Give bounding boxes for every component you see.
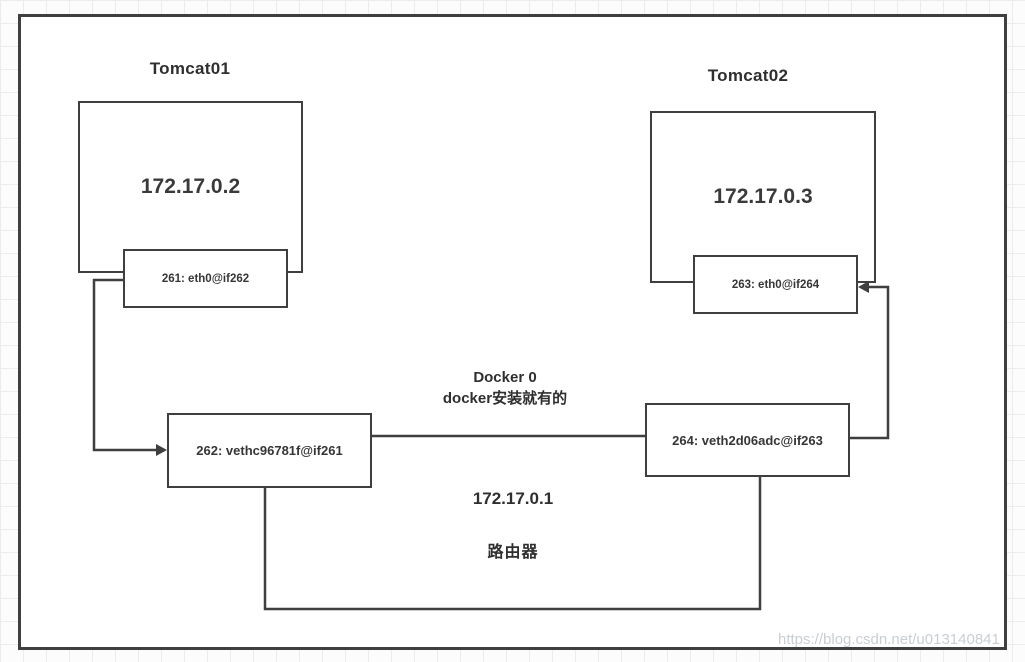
watermark-url: https://blog.csdn.net/u013140841 [778, 631, 1000, 648]
tomcat02-title: Tomcat02 [707, 66, 789, 85]
eth0-if262-label: 261: eth0@if262 [161, 272, 250, 285]
arrowhead-right-icon [156, 444, 167, 456]
docker0-role: 路由器 [487, 544, 539, 561]
arrow-veth264-to-eth263 [850, 281, 890, 440]
veth262-label: 262: vethc96781f@if261 [196, 443, 343, 458]
tomcat01-ip: 172.17.0.2 [140, 175, 241, 198]
veth264-label: 264: veth2d06adc@if263 [672, 432, 823, 448]
tomcat01-container-box: 172.17.0.2 [78, 101, 303, 273]
veth264-box: 264: veth2d06adc@if263 [645, 403, 850, 477]
veth262-box: 262: vethc96781f@if261 [167, 413, 372, 488]
docker0-annotation: Docker 0 docker安装就有的 [405, 367, 605, 409]
eth0-if262-box: 261: eth0@if262 [123, 249, 288, 308]
diagram-frame [18, 14, 1007, 650]
docker0-ip: 172.17.0.1 [472, 489, 554, 508]
eth0-if264-box: 263: eth0@if264 [693, 255, 858, 314]
arrowhead-left-icon [858, 281, 869, 293]
bottom-loop-line [263, 477, 762, 611]
eth0-if264-label: 263: eth0@if264 [731, 278, 820, 291]
tomcat01-title: Tomcat01 [149, 59, 231, 78]
docker0-name: Docker 0 [473, 369, 537, 386]
arrow-eth261-to-veth262 [92, 278, 167, 456]
docker0-note: docker安装就有的 [442, 390, 568, 407]
tomcat02-ip: 172.17.0.3 [713, 185, 813, 208]
